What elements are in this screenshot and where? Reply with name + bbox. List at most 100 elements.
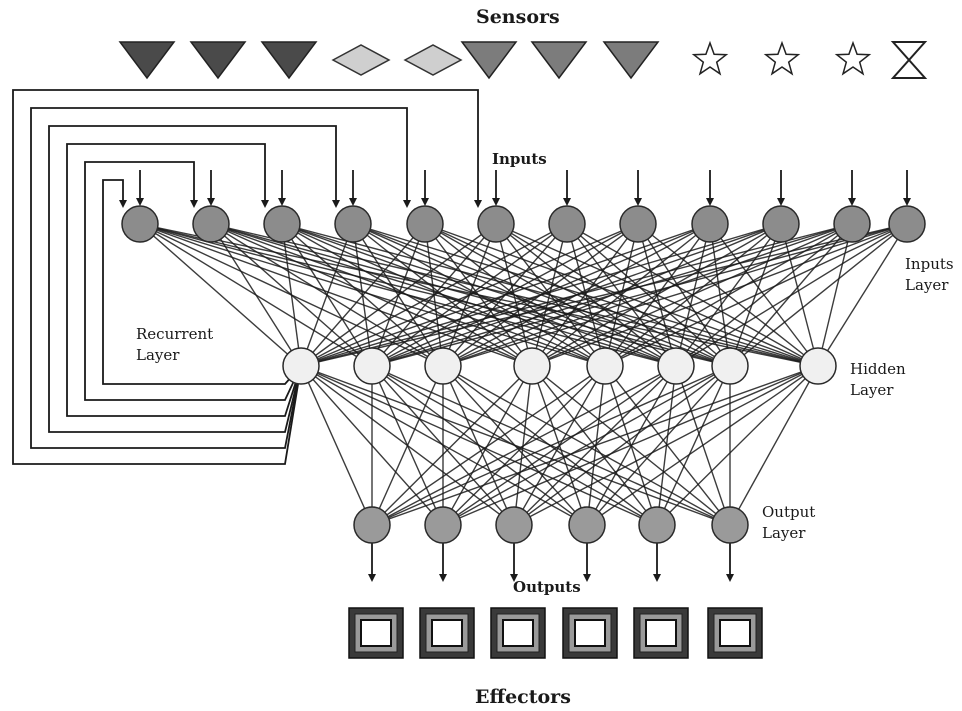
- edge-hidden-6-output-1: [371, 365, 677, 526]
- edge-input-9-hidden-4: [531, 223, 711, 367]
- output-layer-label-line2: Layer: [762, 524, 806, 542]
- effector-2: [419, 607, 475, 659]
- sensor-triangle-8: [602, 41, 660, 80]
- edge-input-12-hidden-1: [300, 223, 908, 367]
- output-layer-label-line1: Output: [762, 503, 816, 521]
- sensor-star-10: [763, 40, 801, 76]
- edge-input-12-hidden-5: [604, 223, 908, 367]
- effector-3: [490, 607, 546, 659]
- effector-inner-square: [574, 619, 606, 647]
- edge-input-11-hidden-8: [817, 223, 853, 367]
- edge-hidden-1-output-1: [300, 365, 373, 526]
- edge-input-7-hidden-5: [566, 223, 606, 367]
- inputs-layer-label-line1: Inputs: [905, 255, 954, 273]
- input-node-10: [762, 205, 800, 243]
- edge-input-4-hidden-4: [352, 223, 533, 367]
- edge-input-6-hidden-1: [300, 223, 497, 367]
- edge-hidden-1-output-4: [300, 365, 588, 526]
- edge-hidden-8-output-6: [729, 365, 819, 526]
- input-arrows: [136, 170, 911, 206]
- effector-inner-square: [719, 619, 751, 647]
- output-node-4: [568, 506, 606, 544]
- edge-input-7-hidden-4: [531, 223, 568, 367]
- inputs-title: Inputs: [492, 150, 547, 168]
- sensor-diamond-5: [403, 44, 463, 76]
- edge-input-6-hidden-4: [495, 223, 533, 367]
- sensor-hourglass-12: [890, 41, 928, 79]
- effector-5: [633, 607, 689, 659]
- edge-input-7-hidden-1: [300, 223, 568, 367]
- recurrent-link-5: [84, 161, 302, 401]
- input-node-6: [477, 205, 515, 243]
- edge-input-10-hidden-1: [300, 223, 782, 367]
- input-node-9: [691, 205, 729, 243]
- edge-input-11-hidden-2: [371, 223, 853, 367]
- effector-inner-square: [360, 619, 392, 647]
- effector-inner-square: [645, 619, 677, 647]
- edge-input-5-hidden-4: [424, 223, 533, 367]
- sensor-diamond-4: [331, 44, 391, 76]
- sensor-triangle-6: [460, 41, 518, 80]
- edge-input-2-hidden-4: [210, 223, 533, 367]
- edge-input-5-hidden-1: [300, 223, 426, 367]
- edge-input-11-hidden-5: [604, 223, 853, 367]
- hidden-layer-label: Hidden Layer: [850, 359, 906, 401]
- edge-hidden-8-output-5: [656, 365, 819, 526]
- input-node-5: [406, 205, 444, 243]
- hidden-layer-label-line1: Hidden: [850, 360, 906, 378]
- edge-hidden-2-output-4: [371, 365, 588, 526]
- edge-hidden-8-output-3: [513, 365, 819, 526]
- edge-input-12-hidden-6: [675, 223, 908, 367]
- edge-hidden-3-output-1: [371, 365, 444, 526]
- edge-hidden-7-output-4: [586, 365, 731, 526]
- edge-input-3-hidden-4: [281, 223, 533, 367]
- edge-input-8-hidden-4: [531, 223, 639, 367]
- edge-input-1-hidden-1: [139, 223, 302, 367]
- hidden-output-connections: [300, 365, 819, 526]
- edge-input-9-hidden-1: [300, 223, 711, 367]
- hidden-node-4: [513, 347, 551, 385]
- edge-input-11-hidden-1: [300, 223, 853, 367]
- inputs-layer-label-line2: Layer: [905, 276, 949, 294]
- edge-input-11-hidden-3: [442, 223, 853, 367]
- sensor-star-9: [691, 40, 729, 76]
- sensor-triangle-1: [118, 41, 176, 80]
- effector-boxes: [348, 607, 763, 659]
- edge-input-11-hidden-6: [675, 223, 853, 367]
- output-node-2: [424, 506, 462, 544]
- input-node-8: [619, 205, 657, 243]
- outputs-title: Outputs: [513, 578, 581, 596]
- effector-6: [707, 607, 763, 659]
- sensor-triangle-7: [530, 41, 588, 80]
- edge-input-5-hidden-5: [424, 223, 606, 367]
- edge-hidden-3-output-3: [442, 365, 515, 526]
- edge-input-12-hidden-4: [531, 223, 908, 367]
- recurrent-link-3: [48, 125, 340, 433]
- sensors-title: Sensors: [476, 6, 560, 28]
- edge-input-2-hidden-1: [210, 223, 302, 367]
- edge-input-4-hidden-1: [300, 223, 354, 367]
- edge-input-12-hidden-2: [371, 223, 908, 367]
- output-layer-nodes: [353, 506, 749, 544]
- hidden-layer-label-line2: Layer: [850, 381, 894, 399]
- edge-hidden-8-output-4: [586, 365, 819, 526]
- effector-1: [348, 607, 404, 659]
- sensor-shapes: [118, 40, 928, 80]
- edge-hidden-8-output-1: [371, 365, 819, 526]
- edge-hidden-7-output-5: [656, 365, 731, 526]
- edge-input-10-hidden-4: [531, 223, 782, 367]
- output-node-3: [495, 506, 533, 544]
- sensor-triangle-3: [260, 41, 318, 80]
- edge-input-8-hidden-1: [300, 223, 639, 367]
- recurrent-link-6: [102, 179, 302, 385]
- recurrent-link-4: [66, 143, 302, 417]
- input-node-2: [192, 205, 230, 243]
- output-node-5: [638, 506, 676, 544]
- edge-input-11-hidden-4: [531, 223, 853, 367]
- output-layer-label: Output Layer: [762, 502, 815, 544]
- sensor-star-11: [834, 40, 872, 76]
- edge-hidden-7-output-3: [513, 365, 731, 526]
- hidden-node-3: [424, 347, 462, 385]
- recurrent-layer-label: Recurrent Layer: [136, 324, 213, 366]
